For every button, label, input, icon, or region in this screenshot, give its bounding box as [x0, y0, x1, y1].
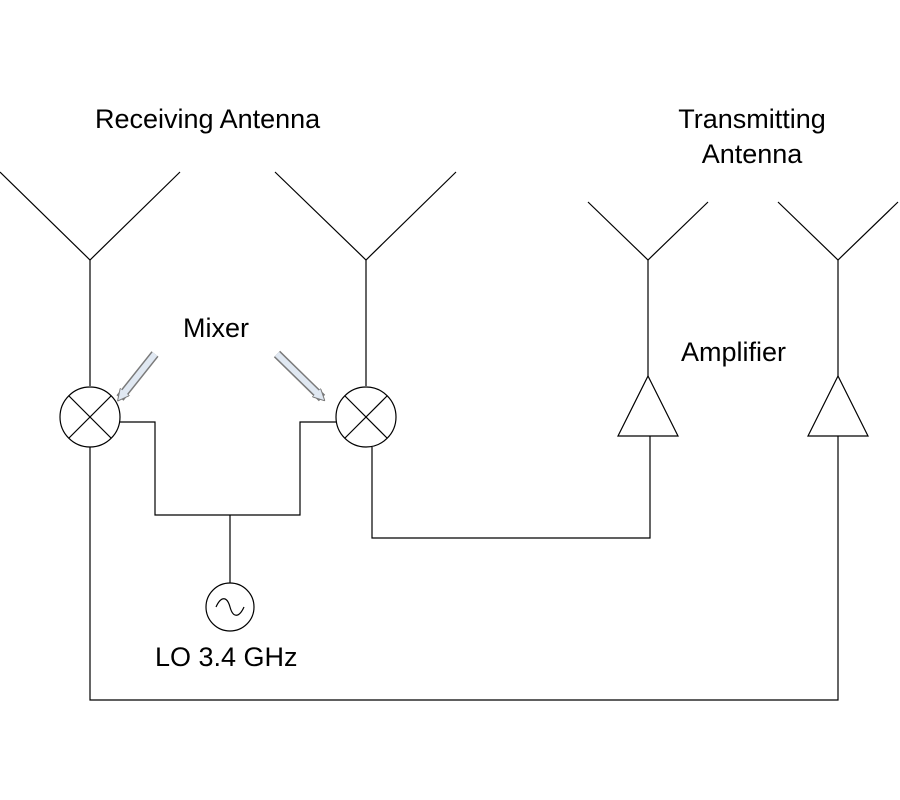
local-oscillator-label: LO 3.4 GHz	[155, 642, 298, 672]
transmitting-antenna-label: Transmitting Antenna	[678, 104, 826, 170]
mixer-left-icon	[59, 386, 121, 448]
transmitting-antenna-left	[587, 201, 709, 376]
local-oscillator-icon	[205, 582, 255, 632]
receiving-antenna-label: Receiving Antenna	[95, 104, 321, 134]
mixer-right-icon	[335, 386, 397, 448]
mixer-to-amplifier-wire	[371, 436, 651, 539]
transmitting-antenna-right	[777, 201, 899, 376]
amplifier-label: Amplifier	[681, 337, 787, 367]
amplifier-right-icon	[807, 374, 869, 437]
amplifier-left-icon	[617, 374, 679, 437]
mixer-label: Mixer	[183, 313, 249, 343]
mixer-pointer-arrow-left-fill	[121, 352, 158, 395]
mixer-to-far-amplifier-wire	[89, 436, 839, 701]
lo-feed-wires	[120, 421, 336, 583]
mixer-pointer-arrow-right-fill	[274, 351, 321, 397]
receiving-antenna-right	[274, 171, 457, 386]
receiving-antenna-left	[0, 171, 181, 386]
